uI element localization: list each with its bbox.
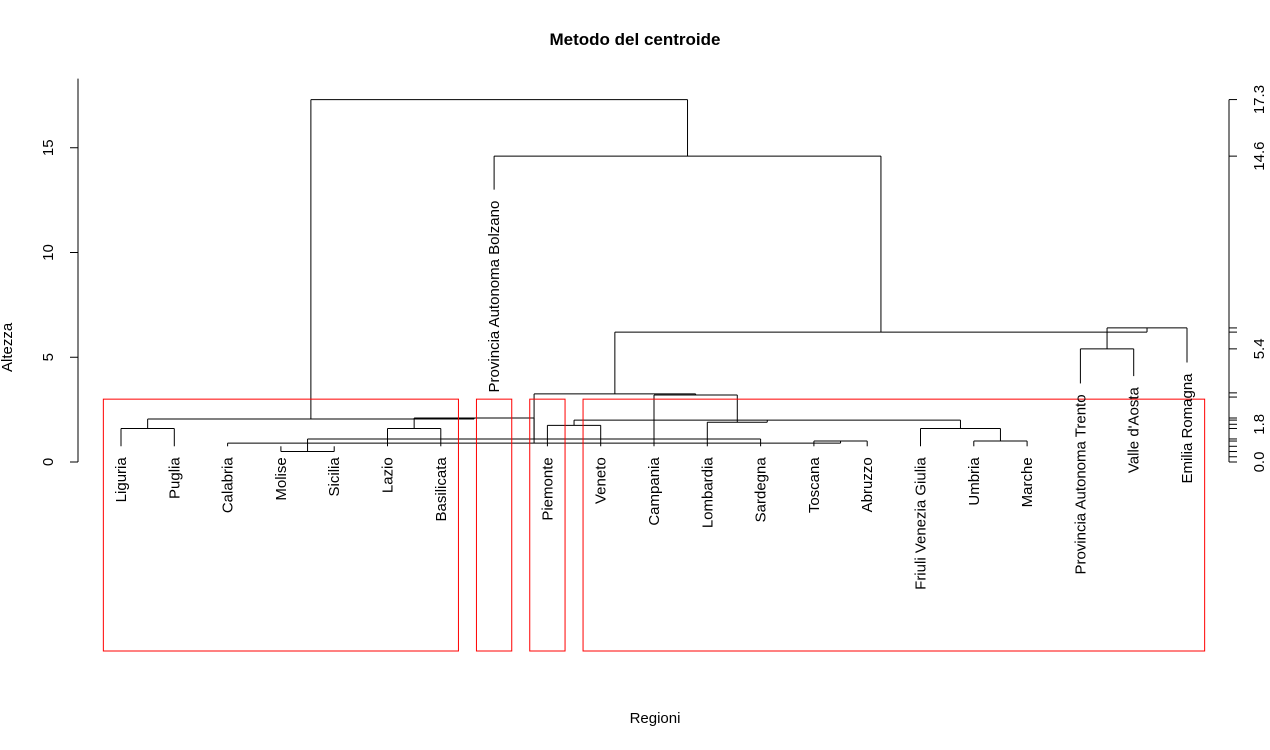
- leaf-label: Abruzzo: [859, 457, 876, 512]
- right-axis-tick-label: 0.0: [1251, 452, 1268, 473]
- cluster-box: [529, 398, 566, 652]
- right-axis: 0.0 1.8 5.4 14.6 17.3: [1228, 85, 1268, 473]
- chart-title: Metodo del centroide: [549, 30, 721, 49]
- leaf-label: Toscana: [806, 457, 823, 514]
- y-tick-label: 15: [40, 139, 57, 156]
- cluster-box: [102, 398, 459, 652]
- y-axis-label: Altezza: [0, 322, 16, 372]
- y-tick-label: 0: [40, 458, 57, 466]
- right-axis-tick-label: 14.6: [1251, 142, 1268, 171]
- leaf-label: Friuli Venezia Giulia: [913, 457, 930, 590]
- leaf-label: Emilia Romagna: [1179, 373, 1196, 484]
- leaf-label: Basilicata: [433, 457, 450, 522]
- leaf-label: Puglia: [166, 457, 183, 499]
- cluster-boxes: [102, 398, 1206, 652]
- x-axis-label: Regioni: [629, 710, 681, 727]
- y-tick-label: 5: [40, 353, 57, 361]
- cluster-box: [475, 398, 513, 652]
- dendrogram-tree: [120, 99, 1188, 453]
- leaf-label: Liguria: [113, 457, 130, 503]
- y-tick-label: 10: [40, 244, 57, 261]
- leaf-label: Molise: [273, 457, 290, 500]
- leaf-label: Provincia Autonoma Trento: [1072, 394, 1089, 574]
- right-axis-tick-label: 5.4: [1251, 338, 1268, 359]
- leaf-label: Marche: [1019, 457, 1036, 507]
- leaf-label: Umbria: [966, 457, 983, 506]
- leaf-label: Sicilia: [326, 457, 343, 497]
- leaf-label: Lazio: [380, 457, 397, 493]
- right-axis-tick-label: 17.3: [1251, 85, 1268, 114]
- leaf-label: Campania: [646, 457, 663, 526]
- leaf-label: Provincia Autonoma Bolzano: [486, 201, 503, 393]
- leaf-label: Lombardia: [699, 457, 716, 529]
- leaf-label: Valle d'Aosta: [1126, 386, 1143, 473]
- leaf-label: Sardegna: [753, 457, 770, 523]
- left-axis: 0 5 10 15: [40, 78, 79, 466]
- leaf-labels: Liguria Puglia Calabria Molise Sicilia Lazio B…: [113, 201, 1196, 590]
- leaf-label: Veneto: [593, 457, 610, 504]
- leaf-label: Calabria: [220, 457, 237, 514]
- cluster-box: [582, 398, 1206, 652]
- leaf-label: Piemonte: [539, 457, 556, 520]
- right-axis-tick-label: 1.8: [1251, 414, 1268, 435]
